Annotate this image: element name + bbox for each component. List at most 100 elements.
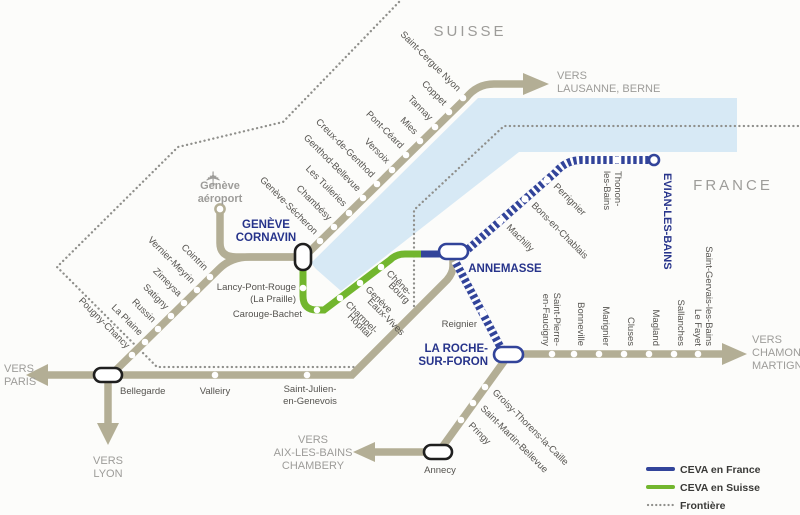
plane-icon: ✈: [204, 170, 225, 186]
direction-label-aix-1: VERS: [298, 434, 328, 446]
station-dot-perrignier: [543, 176, 551, 184]
line-annemasse-laroche-hatch: [451, 259, 506, 352]
region-label-suisse: SUISSE: [433, 23, 506, 40]
station-label-geneve-aeroport-1: Genève: [200, 180, 240, 192]
station-dot-zimeysa: [180, 299, 188, 307]
station-label-saint-gervais-2: Le Fayet: [692, 309, 703, 346]
frontier-line: [55, 0, 800, 369]
legend-label-ceva-suisse: CEVA en Suisse: [680, 482, 760, 494]
station-dot-valleiry: [211, 371, 219, 379]
interchange-geneve-cornavin: [293, 242, 313, 272]
direction-label-lausanne-1: VERS: [557, 70, 587, 82]
interchange-bellegarde: [92, 366, 124, 384]
arrow-lausanne: [523, 73, 549, 95]
station-dot-le-fayet: [694, 350, 702, 358]
line-ceva-suisse: [299, 250, 421, 314]
direction-label-lausanne-2: LAUSANNE, BERNE: [557, 83, 660, 95]
station-label-geneve-aeroport-2: aéroport: [198, 193, 243, 205]
station-dot-marignier: [595, 350, 603, 358]
station-dot-tannay: [431, 123, 439, 131]
station-dot-machilly: [496, 217, 504, 225]
station-dot-la-plaine: [141, 338, 149, 346]
station-dot-pringy: [457, 416, 465, 424]
legend-label-ceva-france: CEVA en France: [680, 464, 761, 476]
major-label-la-roche-1: LA ROCHE-: [425, 343, 489, 355]
station-dot-geneve-aeroport: [214, 203, 226, 215]
line-evian-hatch: [463, 156, 652, 255]
station-label-saint-pierre-2: en-Faucigny: [540, 294, 551, 347]
line-la-plaine: [111, 253, 303, 375]
direction-label-chamonix-1: VERS: [752, 334, 782, 346]
direction-label-chamonix-2: CHAMONIX: [752, 347, 800, 359]
legend-label-frontiere: Frontière: [680, 500, 726, 512]
station-label-saint-gervais-1: Saint-Gervais-les-Bains: [703, 246, 714, 346]
line-bellegarde-annemasse: [46, 258, 457, 379]
station-dot-creux-de-genthod: [373, 180, 381, 188]
major-label-la-roche-2: SUR-FORON: [418, 356, 488, 368]
arrow-aix: [353, 442, 375, 462]
station-dot-reignier: [479, 309, 487, 317]
station-label-cluses: Cluses: [625, 317, 636, 346]
station-dot-lancy-pont-rouge: [299, 284, 307, 292]
station-label-annecy: Annecy: [424, 465, 456, 476]
interchange-annecy: [422, 443, 454, 461]
direction-label-paris-1: VERS: [4, 363, 34, 375]
station-dot-russin: [154, 325, 162, 333]
arrow-chamonix: [722, 343, 747, 365]
lake-leman: [311, 98, 737, 291]
station-dot-satigny: [167, 312, 175, 320]
station-label-saint-julien-1: Saint-Julien-: [284, 384, 337, 395]
station-dot-cointrin: [206, 273, 214, 281]
station-dot-saint-cergue-nyon: [459, 94, 467, 102]
station-dot-vernier-meyrin: [193, 286, 201, 294]
major-label-cornavin-2: CORNAVIN: [236, 232, 296, 244]
station-label-magland: Magland: [650, 310, 661, 346]
major-label-cornavin-1: GENÈVE: [242, 218, 290, 231]
station-dot-groisy: [481, 383, 489, 391]
station-label-bonneville: Bonneville: [575, 302, 586, 346]
station-dot-mies: [416, 137, 424, 145]
direction-label-paris-2: PARIS: [4, 376, 36, 388]
station-dot-cluses: [620, 350, 628, 358]
station-dot-thonon: [613, 156, 621, 164]
station-label-marignier: Marignier: [600, 306, 611, 346]
station-dot-saint-julien: [303, 371, 311, 379]
station-label-lancy-1: Lancy-Pont-Rouge: [217, 282, 296, 293]
station-label-thonon-1: Thonon-: [612, 171, 623, 206]
station-dot-les-tuileries: [345, 209, 353, 217]
major-label-evian: EVIAN-LES-BAINS: [661, 173, 673, 270]
arrow-lyon: [97, 423, 119, 445]
station-dot-saint-martin-bellevue: [469, 399, 477, 407]
direction-label-lyon-2: LYON: [93, 468, 122, 480]
station-dot-coppet: [445, 108, 453, 116]
station-label-saint-pierre-1: Saint-Pierre-: [551, 293, 562, 346]
interchange-la-roche-sur-foron: [492, 345, 525, 364]
station-label-saint-julien-2: en-Genevois: [283, 396, 337, 407]
station-dot-champel-hopital: [336, 294, 344, 302]
station-dot-versoix: [388, 166, 396, 174]
direction-label-aix-2: AIX-LES-BAINS: [274, 447, 353, 459]
station-dot-bons-en-chablais: [521, 195, 529, 203]
major-label-annemasse: ANNEMASSE: [468, 263, 542, 275]
station-label-carouge-bachet: Carouge-Bachet: [233, 309, 303, 320]
station-dot-pougny-chancy: [128, 351, 136, 359]
station-dot-geneve-secheron: [316, 237, 324, 245]
station-dot-pont-ceard: [402, 151, 410, 159]
station-dot-chene-bourg: [377, 263, 385, 271]
station-dot-chambesy: [330, 223, 338, 231]
station-label-bellegarde: Bellegarde: [120, 386, 165, 397]
direction-label-aix-3: CHAMBERY: [282, 460, 345, 472]
station-dot-magland: [645, 350, 653, 358]
station-dot-evian-terminus: [647, 153, 661, 167]
station-label-reignier: Reignier: [442, 319, 477, 330]
station-label-lancy-2: (La Praille): [250, 294, 296, 305]
station-dot-genthod-bellevue: [359, 194, 367, 202]
station-dot-bonneville: [570, 350, 578, 358]
station-label-thonon-2: les-Bains: [601, 171, 612, 210]
station-dot-carouge-bachet: [313, 306, 321, 314]
station-label-sallanches: Sallanches: [675, 300, 686, 347]
interchange-annemasse: [437, 242, 470, 261]
direction-label-lyon-1: VERS: [93, 455, 123, 467]
